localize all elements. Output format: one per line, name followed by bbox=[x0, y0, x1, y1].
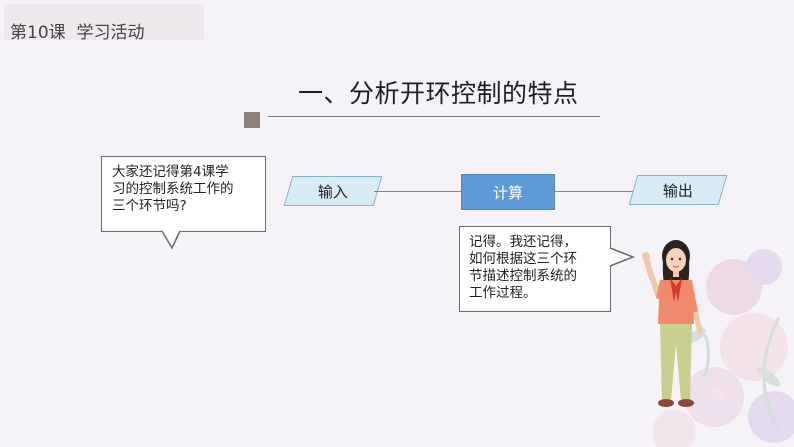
input-label: 输入 bbox=[317, 182, 348, 201]
title-divider bbox=[268, 116, 600, 117]
lesson-header: 第10课 学习活动 bbox=[10, 18, 144, 43]
answer-callout: 记得。我还记得， 如何根据这三个环 节描述控制系统的 工作过程。 bbox=[459, 226, 611, 312]
lesson-number: 第10课 bbox=[10, 23, 66, 43]
student-illustration bbox=[642, 240, 703, 407]
output-label: 输出 bbox=[662, 181, 693, 200]
compute-stage: 计算 bbox=[461, 174, 555, 210]
title-marker bbox=[244, 112, 260, 128]
callout-tail bbox=[161, 230, 181, 250]
compute-label: 计算 bbox=[492, 183, 523, 202]
connector-compute-output bbox=[555, 191, 638, 192]
connector-input-compute bbox=[374, 191, 461, 192]
section-title: 一、分析开环控制的特点 bbox=[298, 79, 579, 108]
callout-line: 大家还记得第4课学 bbox=[112, 164, 229, 180]
callout-line: 如何根据这三个环 bbox=[469, 251, 577, 267]
output-stage: 输出 bbox=[628, 175, 728, 205]
input-stage: 输入 bbox=[283, 176, 383, 206]
question-callout: 大家还记得第4课学 习的控制系统工作的 三个环节吗? bbox=[101, 156, 266, 232]
callout-line: 工作过程。 bbox=[469, 285, 537, 301]
callout-line: 习的控制系统工作的 bbox=[112, 181, 234, 197]
callout-line: 节描述控制系统的 bbox=[469, 268, 577, 284]
callout-line: 三个环节吗? bbox=[112, 198, 187, 214]
callout-tail bbox=[609, 247, 635, 267]
lesson-title: 学习活动 bbox=[76, 23, 145, 43]
callout-line: 记得。我还记得， bbox=[469, 234, 577, 250]
header-tab bbox=[4, 4, 204, 40]
